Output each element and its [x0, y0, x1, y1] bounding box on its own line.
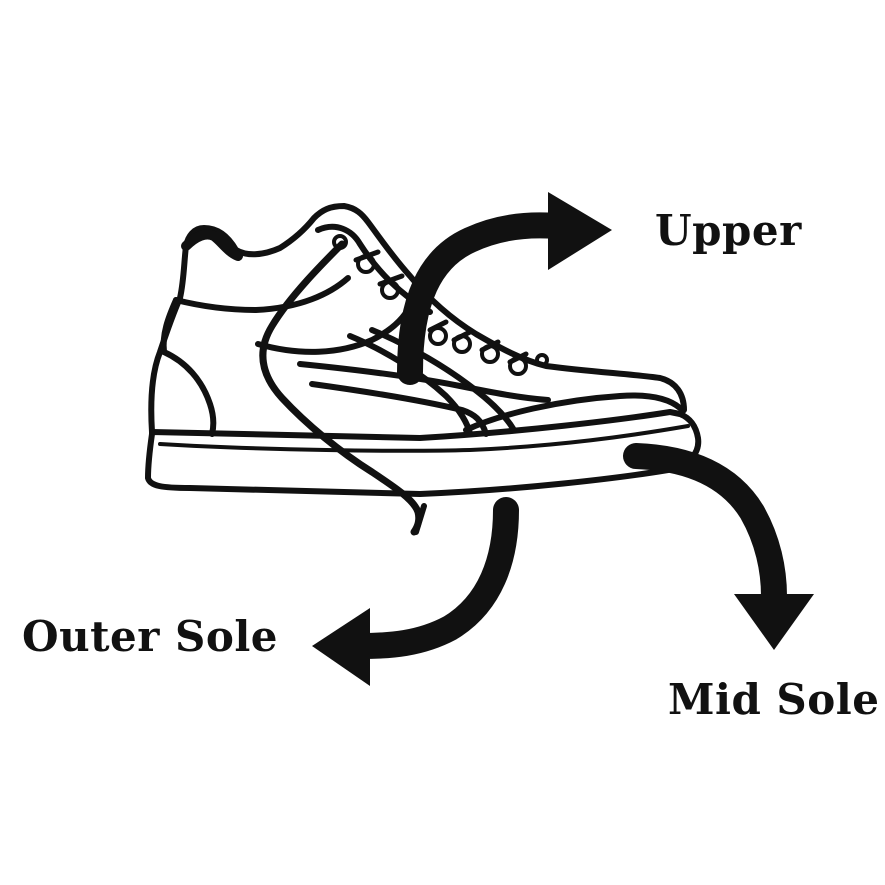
toe-cap — [463, 392, 683, 433]
sole-unit — [145, 409, 702, 497]
outer-sole-arrow — [312, 497, 519, 686]
sole-outline — [145, 409, 702, 497]
label-upper: Upper — [655, 206, 802, 255]
mid-sole-arrow — [623, 443, 814, 650]
label-outer-sole: Outer Sole — [22, 612, 279, 661]
sole-top-stripe — [158, 424, 690, 453]
collar-padding — [173, 275, 351, 313]
heel-curve — [160, 297, 179, 355]
collar-lining — [181, 229, 243, 261]
upper-arrow — [397, 192, 612, 385]
quarter-panel-lower — [309, 381, 489, 437]
upper-outline — [148, 203, 687, 435]
label-mid-sole: Mid Sole — [668, 675, 880, 724]
lace-tip — [413, 503, 427, 535]
quarter-panel-upper — [297, 361, 551, 403]
heel-counter — [161, 349, 217, 437]
lace-cross — [353, 249, 529, 365]
loose-lace — [259, 240, 423, 536]
side-stripe-1 — [347, 333, 473, 437]
